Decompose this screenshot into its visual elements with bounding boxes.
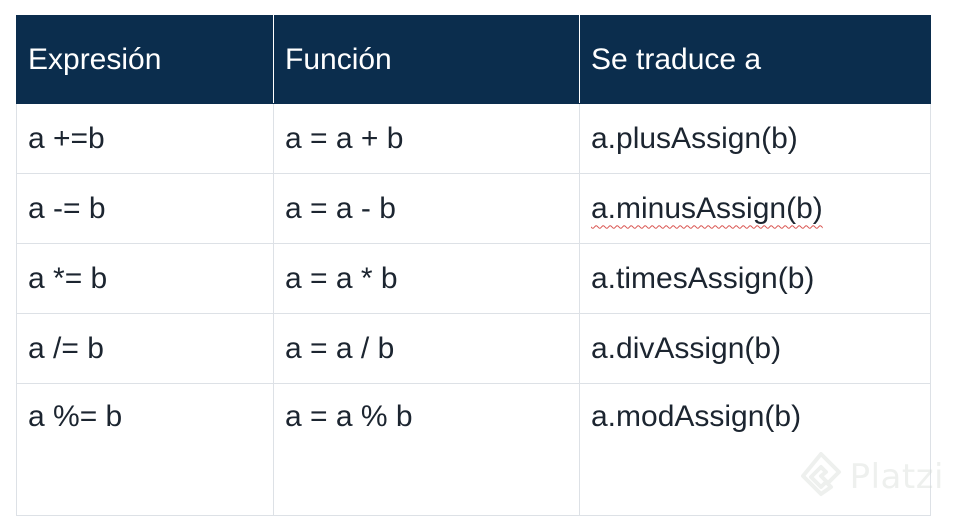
cell-expression: a +=b (16, 103, 274, 174)
header-se-traduce-a: Se traduce a (579, 15, 931, 104)
table-body: a +=b a = a + b a.plusAssign(b) a -= b a… (16, 103, 931, 516)
cell-function: a = a % b (273, 383, 580, 516)
header-row: Expresión Función Se traduce a (16, 15, 931, 104)
table-header: Expresión Función Se traduce a (16, 15, 931, 104)
spellcheck-word: a.minusAssign(b) (591, 191, 823, 225)
table-row: a *= b a = a * b a.timesAssign(b) (16, 243, 931, 314)
table-row: a /= b a = a / b a.divAssign(b) (16, 313, 931, 384)
cell-function: a = a + b (273, 103, 580, 174)
cell-translation: a.minusAssign(b) (579, 173, 931, 244)
cell-expression: a *= b (16, 243, 274, 314)
table-row: a %= b a = a % b a.modAssign(b) (16, 383, 931, 516)
operators-table: Expresión Función Se traduce a a +=b a =… (16, 15, 931, 516)
cell-translation: a.modAssign(b) (579, 383, 931, 516)
platzi-logo-icon (798, 451, 844, 502)
cell-translation: a.timesAssign(b) (579, 243, 931, 314)
cell-translation: a.divAssign(b) (579, 313, 931, 384)
cell-translation: a.plusAssign(b) (579, 103, 931, 174)
header-expresion: Expresión (16, 15, 274, 104)
platzi-watermark: Platzi (798, 451, 944, 502)
table-row: a +=b a = a + b a.plusAssign(b) (16, 103, 931, 174)
cell-function: a = a * b (273, 243, 580, 314)
header-funcion: Función (273, 15, 580, 104)
cell-function: a = a / b (273, 313, 580, 384)
table-row: a -= b a = a - b a.minusAssign(b) (16, 173, 931, 244)
platzi-logo-text: Platzi (849, 456, 944, 497)
cell-expression: a -= b (16, 173, 274, 244)
cell-function: a = a - b (273, 173, 580, 244)
cell-expression: a /= b (16, 313, 274, 384)
cell-expression: a %= b (16, 383, 274, 516)
